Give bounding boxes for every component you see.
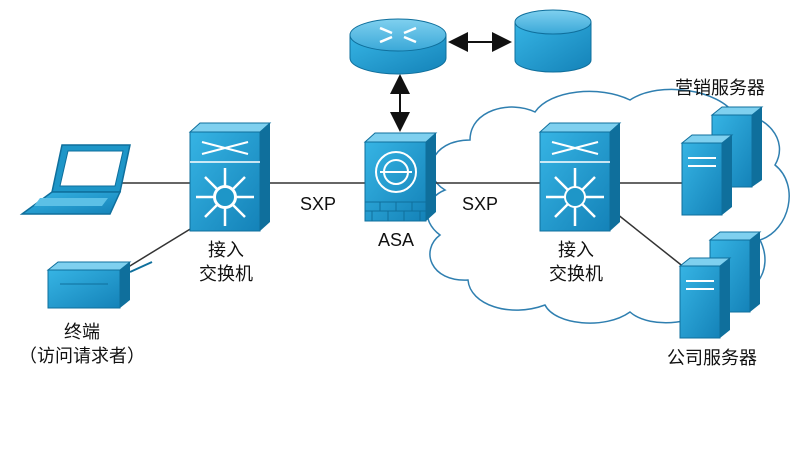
endpoint-label-line2: （访问请求者） — [19, 346, 145, 366]
layer3-switch-left-icon — [188, 122, 272, 232]
asa-label: ASA — [378, 230, 414, 250]
right-switch-label-line1: 接入 — [558, 240, 594, 260]
layer3-switch-right-icon — [538, 122, 622, 232]
company-server-icon — [678, 231, 762, 339]
left-switch-label-line2: 交换机 — [199, 264, 253, 284]
marketing-servers-label: 营销服务器 — [675, 78, 765, 98]
sxp-right-label: SXP — [462, 194, 498, 214]
sxp-left-label: SXP — [300, 194, 336, 214]
left-switch-label-line1: 接入 — [208, 240, 244, 260]
endpoint-label-line1: 终端 — [64, 322, 100, 342]
link-switch-company — [611, 209, 686, 269]
router-icon — [349, 18, 447, 75]
asa-firewall-icon — [363, 132, 438, 222]
right-switch-label-line2: 交换机 — [549, 264, 603, 284]
laptop-icon — [19, 144, 131, 215]
company-servers-label: 公司服务器 — [667, 348, 757, 368]
marketing-server-icon — [680, 106, 764, 216]
terminal-icon — [46, 261, 153, 309]
database-icon — [514, 9, 592, 73]
